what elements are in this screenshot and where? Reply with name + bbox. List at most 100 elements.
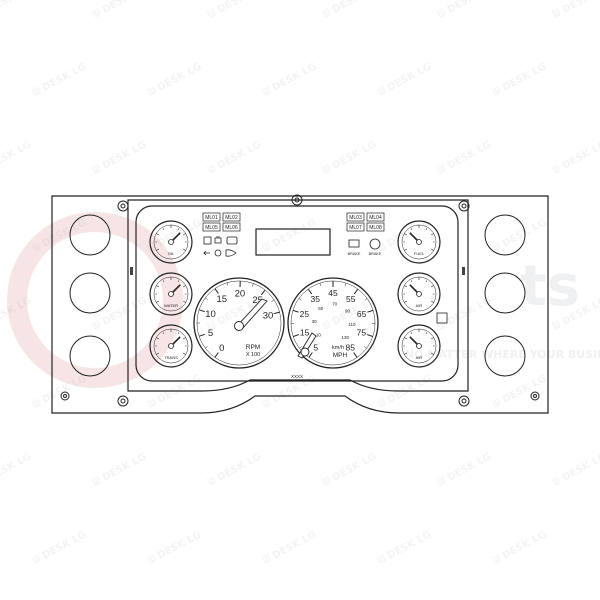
watermark-tile: ᗯ DESK LG [551,450,600,488]
dial-tick [308,352,313,358]
speedometer-unit-mph: MPH [333,352,348,359]
gauge-tick [182,300,186,303]
gauge-tick [182,233,186,236]
watermark-tile: ᗯ DESK LG [491,60,549,98]
brake-label-2: BRAKE [369,252,382,256]
gauge-oil: OIL [149,220,193,264]
gauge-tick [430,352,434,355]
gauge-tick [404,352,408,355]
gauge-label: OIL [168,251,175,256]
dial-tick [364,298,368,301]
mounting-screws [60,194,540,407]
warning-light-box [222,212,241,222]
dial-tick [293,334,300,337]
dial-numeral: 15 [217,294,228,305]
vent-left-top [69,214,111,256]
gauge-tick [182,337,186,340]
gauge-hub [168,291,174,297]
warning-light-label: ML06 [225,225,238,231]
gauge-tick [404,300,408,303]
gauge-tick [162,280,165,283]
speedometer-hub [300,347,310,357]
panel-outline [51,195,549,414]
kmh-numeral: 50 [318,306,324,311]
gauge-tick [177,228,180,231]
tachometer-hub [234,321,244,331]
dial-tick [260,289,266,296]
watermark-tile: ᗯ DESK LG [91,138,149,176]
watermark-tile: ᗯ DESK LG [91,294,149,332]
dial-numeral: 85 [345,343,355,353]
watermark-tile: ᗯ DESK LG [436,138,494,176]
tachometer-unit-rpm: RPM [246,344,260,351]
dial-tick [353,288,359,295]
kmh-numeral: 130 [341,335,349,340]
gauge-ring-outer [397,220,441,264]
watermark-tile: ᗯ DESK LG [261,60,319,98]
dial-numeral: 25 [252,295,263,306]
watermark-tile: ᗯ DESK LG [376,528,434,566]
vent-right-top [484,214,526,256]
gauge-tick [182,352,186,355]
connector-left [130,267,133,275]
watermark-tile: ᗯ DESK LG [261,216,319,254]
dial-numeral: 5 [313,343,318,353]
watermark-tile: ᗯ DESK LG [91,0,149,21]
warning-light-box [202,222,221,232]
dial-numeral: 65 [357,309,367,319]
gauge-label: AIR [416,303,423,308]
gauge-tick [162,228,165,231]
gauge-tick [156,352,160,355]
gauge-hub [168,343,174,349]
gauge-tick [404,337,408,340]
gauge-hub [168,239,174,245]
watermark-tile: ᗯ DESK LG [551,138,600,176]
dial-tick [319,283,322,287]
dial-tick [307,288,313,295]
dial-numeral: 10 [205,309,216,320]
gauge-air: AIR [397,272,441,316]
tachometer-unit-multiplier: X 100 [246,352,260,358]
gauge-label: WATER [164,303,178,308]
gauge-tick [156,300,160,303]
watermark-tile: ᗯ DESK LG [321,138,379,176]
watermark-tagline: NO MATTER WHERE YOUR BUSINESS MOVES [405,348,600,361]
warning-light-label: ML02 [225,215,238,221]
vent-left-bottom [69,335,111,377]
gauge-trans: TRANS [149,324,193,368]
gauge-tick [425,228,428,231]
dial-numeral: 15 [300,328,310,338]
dial-tick [271,299,275,302]
indicator-icons-left [203,236,238,257]
gauge-label: TRANS [164,355,178,360]
gauge-tick [410,228,413,231]
watermark-tile: ᗯ DESK LG [31,528,89,566]
gauge-tick [177,280,180,283]
brake-warning-icon [369,238,381,250]
charging-icon [226,236,238,245]
warning-light-label: ML04 [369,215,382,221]
indicator-icons-right [348,238,381,250]
gauge-tick [430,337,434,340]
turn-left-arrow-icon [203,250,210,256]
watermark-tile: ᗯ DESK LG [491,372,549,410]
dial-tick [198,309,205,313]
screw-outer-left [60,391,70,401]
gauge-air: AIR [397,324,441,368]
gauge-tick [162,332,165,335]
gauge-tick [404,285,408,288]
screw-outer-right [530,391,540,401]
dial-tick [298,298,302,301]
gauge-ring-outer [149,220,193,264]
dial-tick [292,309,299,313]
gauge-ring-outer [149,324,193,368]
brake-label-1: BRAKE [348,252,361,256]
gauge-fuel: FUEL [397,220,441,264]
dial-tick [366,334,373,337]
kmh-numeral: 110 [348,322,356,327]
tachometer-dial-outer [193,277,285,369]
vent-right-middle [484,272,526,314]
screw-top-left [117,200,129,212]
